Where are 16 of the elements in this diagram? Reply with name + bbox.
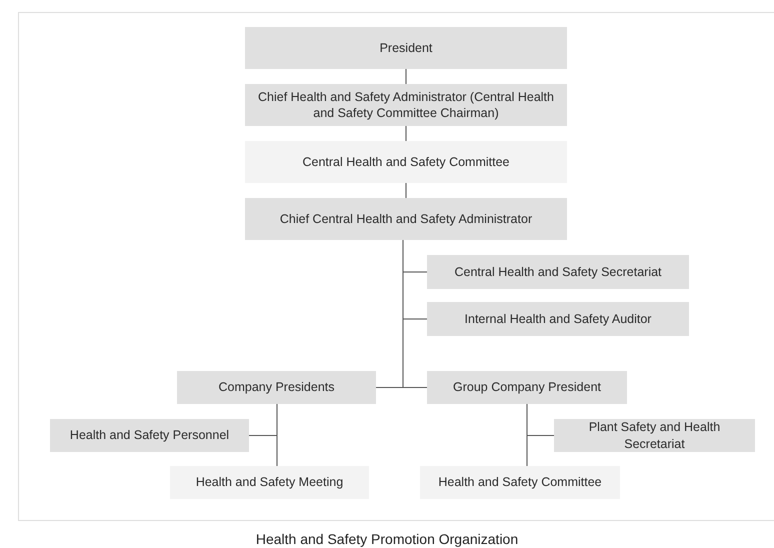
org-box: Chief Central Health and Safety Administrator	[245, 198, 567, 240]
org-box: Health and Safety Committee	[420, 466, 620, 499]
org-box: President	[245, 27, 567, 69]
org-box: Internal Health and Safety Auditor	[427, 302, 689, 336]
caption: Health and Safety Promotion Organization	[254, 531, 520, 547]
org-box: Central Health and Safety Secretariat	[427, 255, 689, 289]
connector-line	[402, 240, 428, 388]
org-box: Plant Safety and Health Secretariat	[554, 419, 755, 452]
org-box: Group Company President	[427, 371, 627, 404]
org-box: Company Presidents	[177, 371, 376, 404]
connector-line	[526, 404, 528, 466]
org-box: Health and Safety Meeting	[170, 466, 369, 499]
org-box: Central Health and Safety Committee	[245, 141, 567, 183]
org-box: Chief Health and Safety Administrator (Central Health and Safety Committee Chairman)	[245, 84, 567, 126]
connector-line	[276, 404, 278, 466]
org-box: Health and Safety Personnel	[50, 419, 249, 452]
